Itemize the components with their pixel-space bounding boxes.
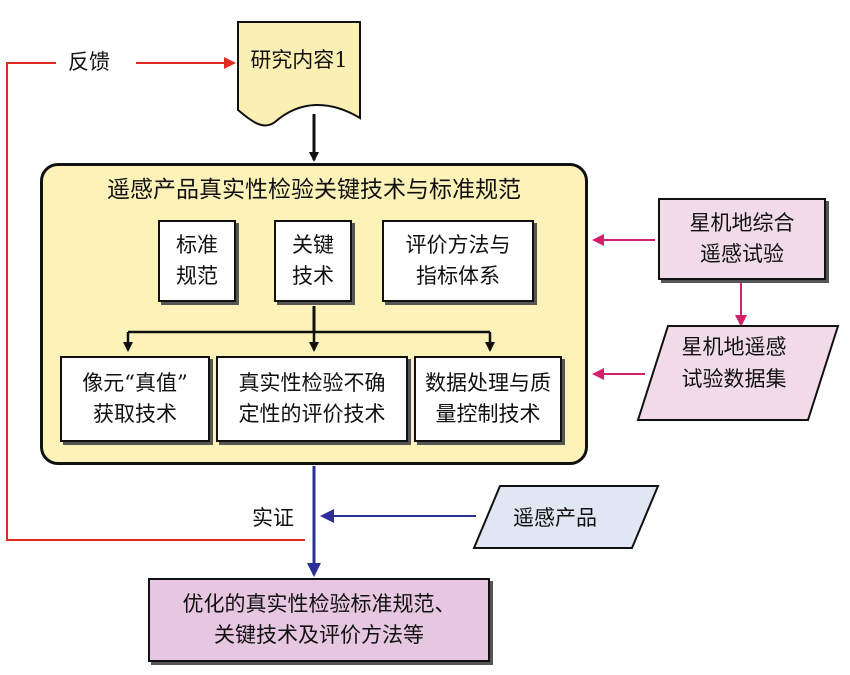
key-tech-line-1: 关键 [292, 232, 334, 257]
research-content-label: 研究内容1 [250, 48, 348, 72]
eval-methods-line-1: 评价方法与 [405, 232, 511, 257]
uncertainty-line-1: 真实性检验不确 [238, 370, 386, 395]
verify-label: 实证 [250, 502, 296, 532]
eval-methods-box: 评价方法与 指标体系 [382, 220, 534, 302]
feedback-line [6, 62, 305, 541]
dataset-label: 星机地遥感 试验数据集 [650, 332, 818, 395]
key-tech-line-2: 技术 [292, 264, 334, 288]
feedback-label: 反馈 [64, 46, 114, 76]
standards-line-1: 标准 [176, 232, 218, 257]
data-qc-line-2: 量控制技术 [435, 402, 541, 426]
uncertainty-box: 真实性检验不确 定性的评价技术 [216, 356, 408, 442]
pixel-truth-box: 像元“真值” 获取技术 [60, 356, 210, 442]
standards-box: 标准 规范 [158, 220, 236, 302]
experiment-box: 星机地综合 遥感试验 [658, 198, 826, 280]
uncertainty-line-2: 定性的评价技术 [238, 402, 386, 426]
rs-products-shape [472, 485, 660, 549]
rs-products-label: 遥感产品 [513, 506, 597, 530]
dataset-shape [636, 325, 840, 421]
result-line-1: 优化的真实性检验标准规范、 [182, 591, 456, 616]
dataset-line-1: 星机地遥感 [681, 335, 787, 359]
dataset-line-2: 试验数据集 [681, 366, 787, 391]
pixel-truth-line-2: 获取技术 [92, 402, 177, 426]
eval-methods-line-2: 指标体系 [416, 264, 500, 288]
data-qc-box: 数据处理与质 量控制技术 [414, 356, 562, 442]
result-box: 优化的真实性检验标准规范、 关键技术及评价方法等 [148, 578, 490, 662]
experiment-line-2: 遥感试验 [700, 242, 784, 266]
pixel-truth-line-1: 像元“真值” [82, 370, 188, 395]
main-title: 遥感产品真实性检验关键技术与标准规范 [107, 177, 521, 203]
result-line-2: 关键技术及评价方法等 [214, 623, 424, 647]
key-tech-box: 关键 技术 [274, 220, 352, 302]
standards-line-2: 规范 [176, 264, 218, 288]
data-qc-line-1: 数据处理与质 [425, 370, 551, 395]
experiment-line-1: 星机地综合 [689, 210, 795, 235]
document-shape [237, 21, 361, 127]
